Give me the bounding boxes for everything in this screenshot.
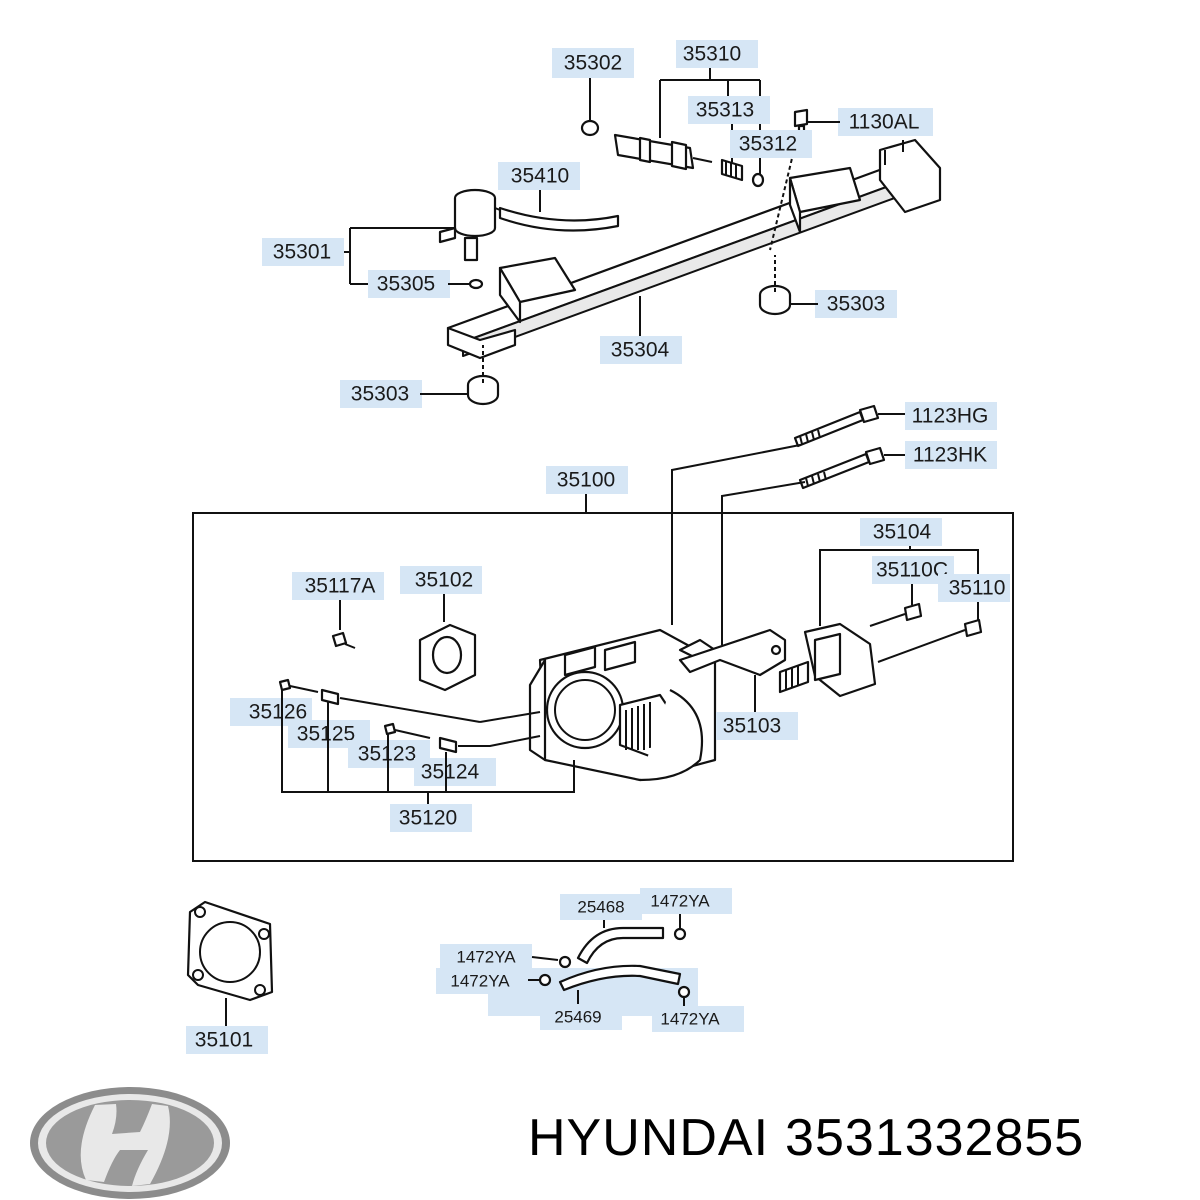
svg-text:35124: 35124 xyxy=(421,761,480,784)
svg-text:25468: 25468 xyxy=(577,898,624,917)
svg-text:35305: 35305 xyxy=(377,273,435,296)
label-35117a: 35117A xyxy=(292,572,384,600)
svg-text:1472YA: 1472YA xyxy=(456,948,516,967)
svg-text:35104: 35104 xyxy=(873,521,932,544)
svg-text:35110: 35110 xyxy=(949,577,1006,600)
screw-35110 xyxy=(877,618,983,663)
part-number: 3531332855 xyxy=(785,1109,1085,1167)
brand-name: HYUNDAI xyxy=(528,1109,770,1167)
label-1472ya-top-right: 1472YA xyxy=(640,888,732,914)
bolt-1123hk xyxy=(798,446,886,490)
hose-25468 xyxy=(576,926,665,965)
label-25468: 25468 xyxy=(560,894,642,920)
svg-text:35110C: 35110C xyxy=(876,559,948,582)
svg-text:1123HG: 1123HG xyxy=(912,405,989,428)
label-1130al: 1130AL xyxy=(838,108,933,136)
svg-text:35120: 35120 xyxy=(399,807,457,830)
label-35310: 35310 xyxy=(676,40,758,68)
label-35301: 35301 xyxy=(262,238,344,266)
fuel-injector xyxy=(580,119,765,188)
label-35410: 35410 xyxy=(498,162,580,190)
screw-35123 xyxy=(383,722,431,739)
svg-text:1123HK: 1123HK xyxy=(913,444,987,467)
hose-25469 xyxy=(558,964,682,992)
gasket-35101 xyxy=(186,900,274,1002)
idle-speed-actuator xyxy=(778,622,877,698)
clamp-1472ya-4 xyxy=(677,985,691,999)
bolt-1123hg xyxy=(793,404,880,448)
o-ring-35305 xyxy=(468,278,484,290)
label-35101: 35101 xyxy=(186,1026,268,1054)
clamp-1472ya-3 xyxy=(538,973,552,987)
label-1123hg: 1123HG xyxy=(905,402,997,430)
label-35303-right: 35303 xyxy=(815,290,897,318)
label-25469: 25469 xyxy=(540,1004,622,1030)
vacuum-hose-35410 xyxy=(498,206,620,232)
label-35102: 35102 xyxy=(400,566,482,594)
spring-35124 xyxy=(438,736,458,754)
label-35120: 35120 xyxy=(390,804,472,832)
label-35104: 35104 xyxy=(860,518,942,546)
throttle-body-assembly-box xyxy=(192,512,1014,862)
label-35305: 35305 xyxy=(368,270,450,298)
throttle-body xyxy=(528,628,717,782)
svg-text:1130AL: 1130AL xyxy=(849,111,920,134)
svg-text:35303: 35303 xyxy=(351,383,409,406)
svg-text:35310: 35310 xyxy=(683,43,741,66)
clamp-1472ya-2 xyxy=(673,927,687,941)
svg-text:25469: 25469 xyxy=(554,1008,601,1027)
svg-text:35102: 35102 xyxy=(415,569,473,592)
label-1472ya-bottom-right: 1472YA xyxy=(652,1006,744,1032)
screw-35117a xyxy=(331,631,348,648)
label-35303-left: 35303 xyxy=(340,380,422,408)
svg-text:35410: 35410 xyxy=(511,165,569,188)
svg-text:1472YA: 1472YA xyxy=(650,892,710,911)
svg-text:35312: 35312 xyxy=(739,133,797,156)
svg-text:35302: 35302 xyxy=(564,52,622,75)
svg-text:35301: 35301 xyxy=(273,241,331,264)
label-1472ya-left-upper: 1472YA xyxy=(440,944,532,970)
svg-text:1472YA: 1472YA xyxy=(660,1010,720,1029)
throttle-position-sensor xyxy=(418,623,477,692)
label-35313: 35313 xyxy=(688,96,770,124)
label-35110: 35110 xyxy=(938,574,1010,602)
svg-text:35125: 35125 xyxy=(297,723,355,746)
screw-35110c xyxy=(869,602,923,627)
svg-text:35304: 35304 xyxy=(611,339,670,362)
svg-text:35303: 35303 xyxy=(827,293,885,316)
svg-text:35100: 35100 xyxy=(557,469,615,492)
svg-text:1472YA: 1472YA xyxy=(450,972,510,991)
brand-caption: HYUNDAI 3531332855 xyxy=(528,1108,1188,1178)
svg-text:35117A: 35117A xyxy=(305,575,376,598)
svg-text:35103: 35103 xyxy=(723,715,781,738)
hyundai-logo-icon xyxy=(30,1087,230,1199)
screw-35126 xyxy=(278,678,319,693)
label-35304: 35304 xyxy=(600,336,682,364)
label-35302: 35302 xyxy=(552,48,634,78)
label-1472ya-left-lower: 1472YA xyxy=(436,968,528,994)
spring-35125 xyxy=(320,688,340,706)
label-35124: 35124 xyxy=(414,758,496,786)
label-1123hk: 1123HK xyxy=(905,441,997,469)
label-35312: 35312 xyxy=(730,130,812,158)
svg-text:35313: 35313 xyxy=(696,99,754,122)
bracket-35103 xyxy=(678,628,787,677)
svg-text:35126: 35126 xyxy=(249,701,307,724)
pressure-regulator xyxy=(438,188,511,262)
label-35100: 35100 xyxy=(546,466,628,494)
label-35103: 35103 xyxy=(716,712,798,740)
clamp-1472ya-1 xyxy=(558,955,572,969)
svg-text:35101: 35101 xyxy=(195,1029,253,1052)
